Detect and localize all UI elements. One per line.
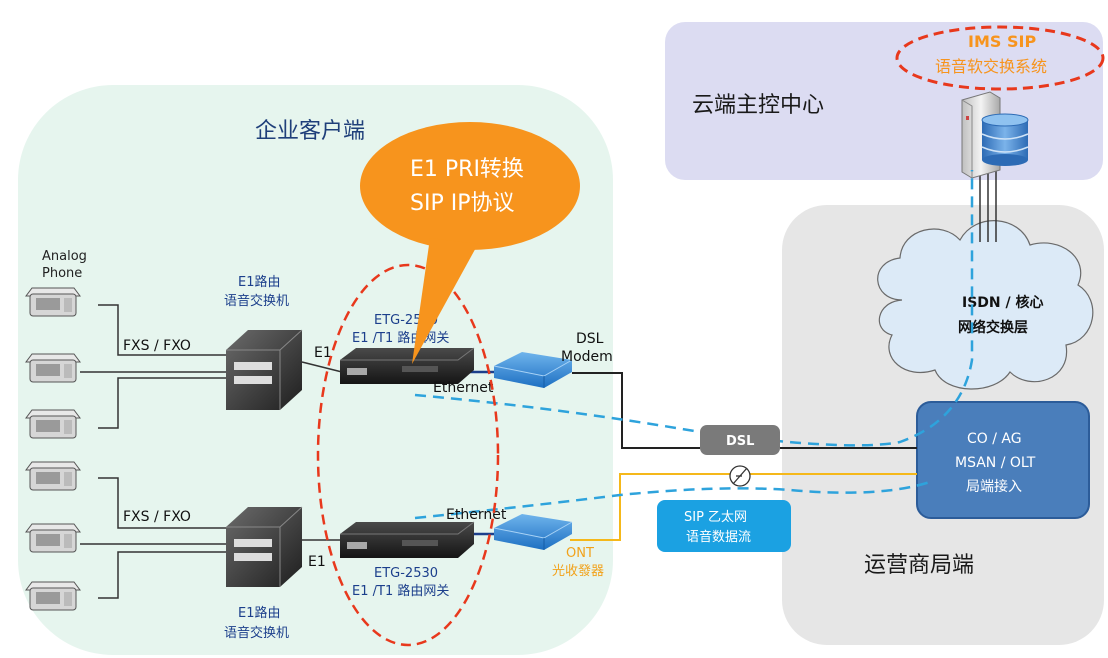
analog-phone-icon xyxy=(25,409,81,439)
analog-phone-label-2: Phone xyxy=(42,266,82,281)
pbx-bottom-label-1: E1路由 xyxy=(238,605,281,621)
access-label-3: 局端接入 xyxy=(966,478,1022,495)
gateway-bottom-icon xyxy=(340,521,475,558)
e1-label-top: E1 xyxy=(314,345,332,361)
callout-bubble xyxy=(360,122,580,364)
sip-flow-bottom xyxy=(414,480,931,520)
access-node-box xyxy=(916,401,1090,519)
fxs-fxo-label-bottom: FXS / FXO xyxy=(123,509,191,525)
fiber-line xyxy=(570,473,917,541)
ims-highlight-ellipse xyxy=(895,25,1105,91)
pbx-top-icon xyxy=(226,329,303,410)
core-network-label-1: ISDN / 核心 xyxy=(962,294,1044,311)
sip-stream-box xyxy=(657,500,791,552)
gateway-top-icon xyxy=(340,347,475,384)
database-icon xyxy=(981,113,1029,166)
dsl-modem-label-1: DSL xyxy=(576,331,604,347)
cloud-zone-title: 云端主控中心 xyxy=(692,93,824,118)
analog-phone-icon xyxy=(25,523,81,553)
core-network-label-2: 网络交换层 xyxy=(958,319,1028,336)
sip-stream-label-2: 语音数据流 xyxy=(686,529,751,545)
ims-title: IMS SIP xyxy=(968,32,1036,51)
core-network-cloud xyxy=(877,220,1094,390)
phone-wiring-bottom xyxy=(80,477,228,599)
ont-label-2: 光收發器 xyxy=(552,564,604,579)
gateway-top-desc: E1 /T1 路由网关 xyxy=(352,330,449,346)
analog-phone-label-1: Analog xyxy=(42,249,87,264)
ethernet-label-bottom: Ethernet xyxy=(446,507,507,523)
ont-icon xyxy=(493,514,573,550)
gateway-bottom-desc: E1 /T1 路由网关 xyxy=(352,583,449,599)
ont-label-1: ONT xyxy=(566,546,594,561)
e1-line-top xyxy=(301,361,343,373)
pbx-bottom-label-2: 语音交换机 xyxy=(224,625,289,641)
gateway-highlight-ellipse xyxy=(316,263,500,647)
dsl-modem-icon xyxy=(493,352,573,388)
phone-wiring-top xyxy=(80,304,228,429)
gateway-bottom-model: ETG-2530 xyxy=(374,566,438,581)
callout-line-1: E1 PRI转换 xyxy=(410,157,524,182)
analog-phone-icon xyxy=(25,461,81,491)
access-label-2: MSAN / OLT xyxy=(955,455,1036,471)
pbx-bottom-icon xyxy=(226,506,303,587)
analog-phone-icon xyxy=(25,581,81,611)
operator-zone-title: 运营商局端 xyxy=(864,553,974,578)
e1-label-bottom: E1 xyxy=(308,554,326,570)
ims-subtitle: 语音软交换系统 xyxy=(935,57,1047,76)
fiber-splice-icon xyxy=(729,465,751,487)
analog-phone-icon xyxy=(25,287,81,317)
pbx-top-label-2: 语音交换机 xyxy=(224,293,289,309)
analog-phone-icon xyxy=(25,353,81,383)
sip-stream-label-1: SIP 乙太网 xyxy=(684,510,747,525)
dsl-line xyxy=(572,372,700,449)
pbx-top-label-1: E1路由 xyxy=(238,274,281,290)
enterprise-zone-title: 企业客户端 xyxy=(255,119,365,144)
fxs-fxo-label-top: FXS / FXO xyxy=(123,338,191,354)
dsl-box xyxy=(700,425,780,455)
callout-line-2: SIP IP协议 xyxy=(410,191,514,216)
dsl-box-label: DSL xyxy=(726,434,754,449)
dsl-modem-label-2: Modem xyxy=(561,349,613,365)
ethernet-label-top: Ethernet xyxy=(433,380,494,396)
access-label-1: CO / AG xyxy=(967,431,1022,447)
